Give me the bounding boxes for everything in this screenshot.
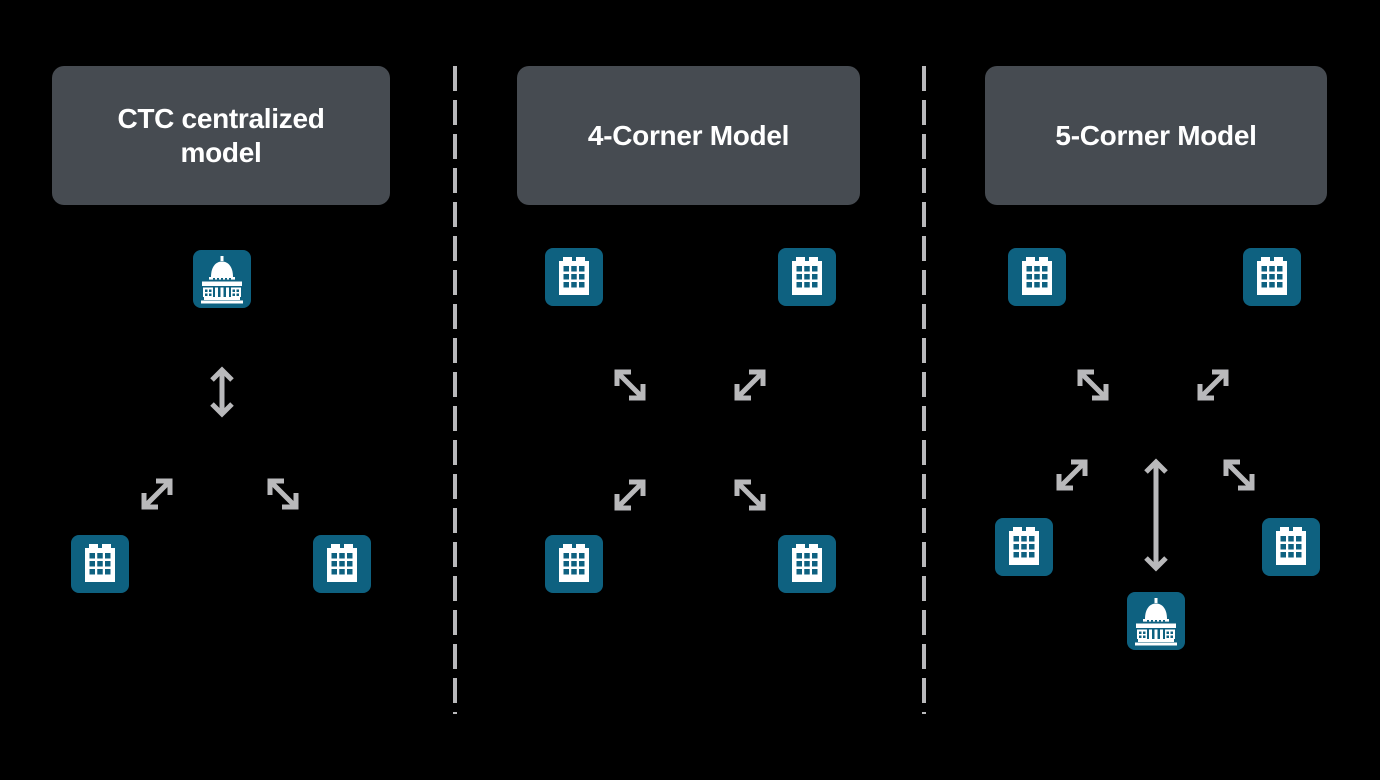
double-arrow-diagonal-icon: [727, 362, 773, 408]
business-node: [778, 248, 836, 306]
business-node: [71, 535, 129, 593]
panel-header-4-corner: 4-Corner Model: [517, 66, 860, 205]
office-building-icon: [546, 536, 602, 592]
panel-header-5-corner: 5-Corner Model: [985, 66, 1327, 205]
capitol-icon: [194, 251, 250, 307]
double-arrow-diagonal-icon: [1070, 362, 1116, 408]
double-arrow-diagonal-icon: [1216, 452, 1262, 498]
office-building-icon: [996, 519, 1052, 575]
business-node: [545, 535, 603, 593]
business-node: [313, 535, 371, 593]
business-node: [1243, 248, 1301, 306]
double-arrow-diagonal-icon: [1049, 452, 1095, 498]
double-arrow-diagonal-icon: [727, 472, 773, 518]
panel-title: CTC centralized model: [117, 102, 325, 168]
office-building-icon: [779, 249, 835, 305]
panel-title: 4-Corner Model: [587, 119, 790, 151]
capitol-icon: [1128, 593, 1184, 649]
double-arrow-diagonal-icon: [607, 472, 653, 518]
panel-divider: [453, 66, 457, 714]
tax-authority-node: [1127, 592, 1185, 650]
business-node: [1008, 248, 1066, 306]
office-building-icon: [546, 249, 602, 305]
panel-title: 5-Corner Model: [1055, 119, 1257, 151]
business-node: [545, 248, 603, 306]
double-arrow-diagonal-icon: [260, 471, 306, 517]
office-building-icon: [314, 536, 370, 592]
office-building-icon: [779, 536, 835, 592]
office-building-icon: [72, 536, 128, 592]
double-arrow-vertical-icon: [210, 366, 234, 418]
double-arrow-vertical-icon: [1144, 458, 1168, 572]
tax-authority-node: [193, 250, 251, 308]
panel-divider: [922, 66, 926, 714]
business-node: [995, 518, 1053, 576]
office-building-icon: [1009, 249, 1065, 305]
office-building-icon: [1263, 519, 1319, 575]
double-arrow-diagonal-icon: [134, 471, 180, 517]
business-node: [1262, 518, 1320, 576]
panel-header-ctc-centralized: CTC centralized model: [52, 66, 390, 205]
double-arrow-diagonal-icon: [1190, 362, 1236, 408]
business-node: [778, 535, 836, 593]
double-arrow-diagonal-icon: [607, 362, 653, 408]
office-building-icon: [1244, 249, 1300, 305]
